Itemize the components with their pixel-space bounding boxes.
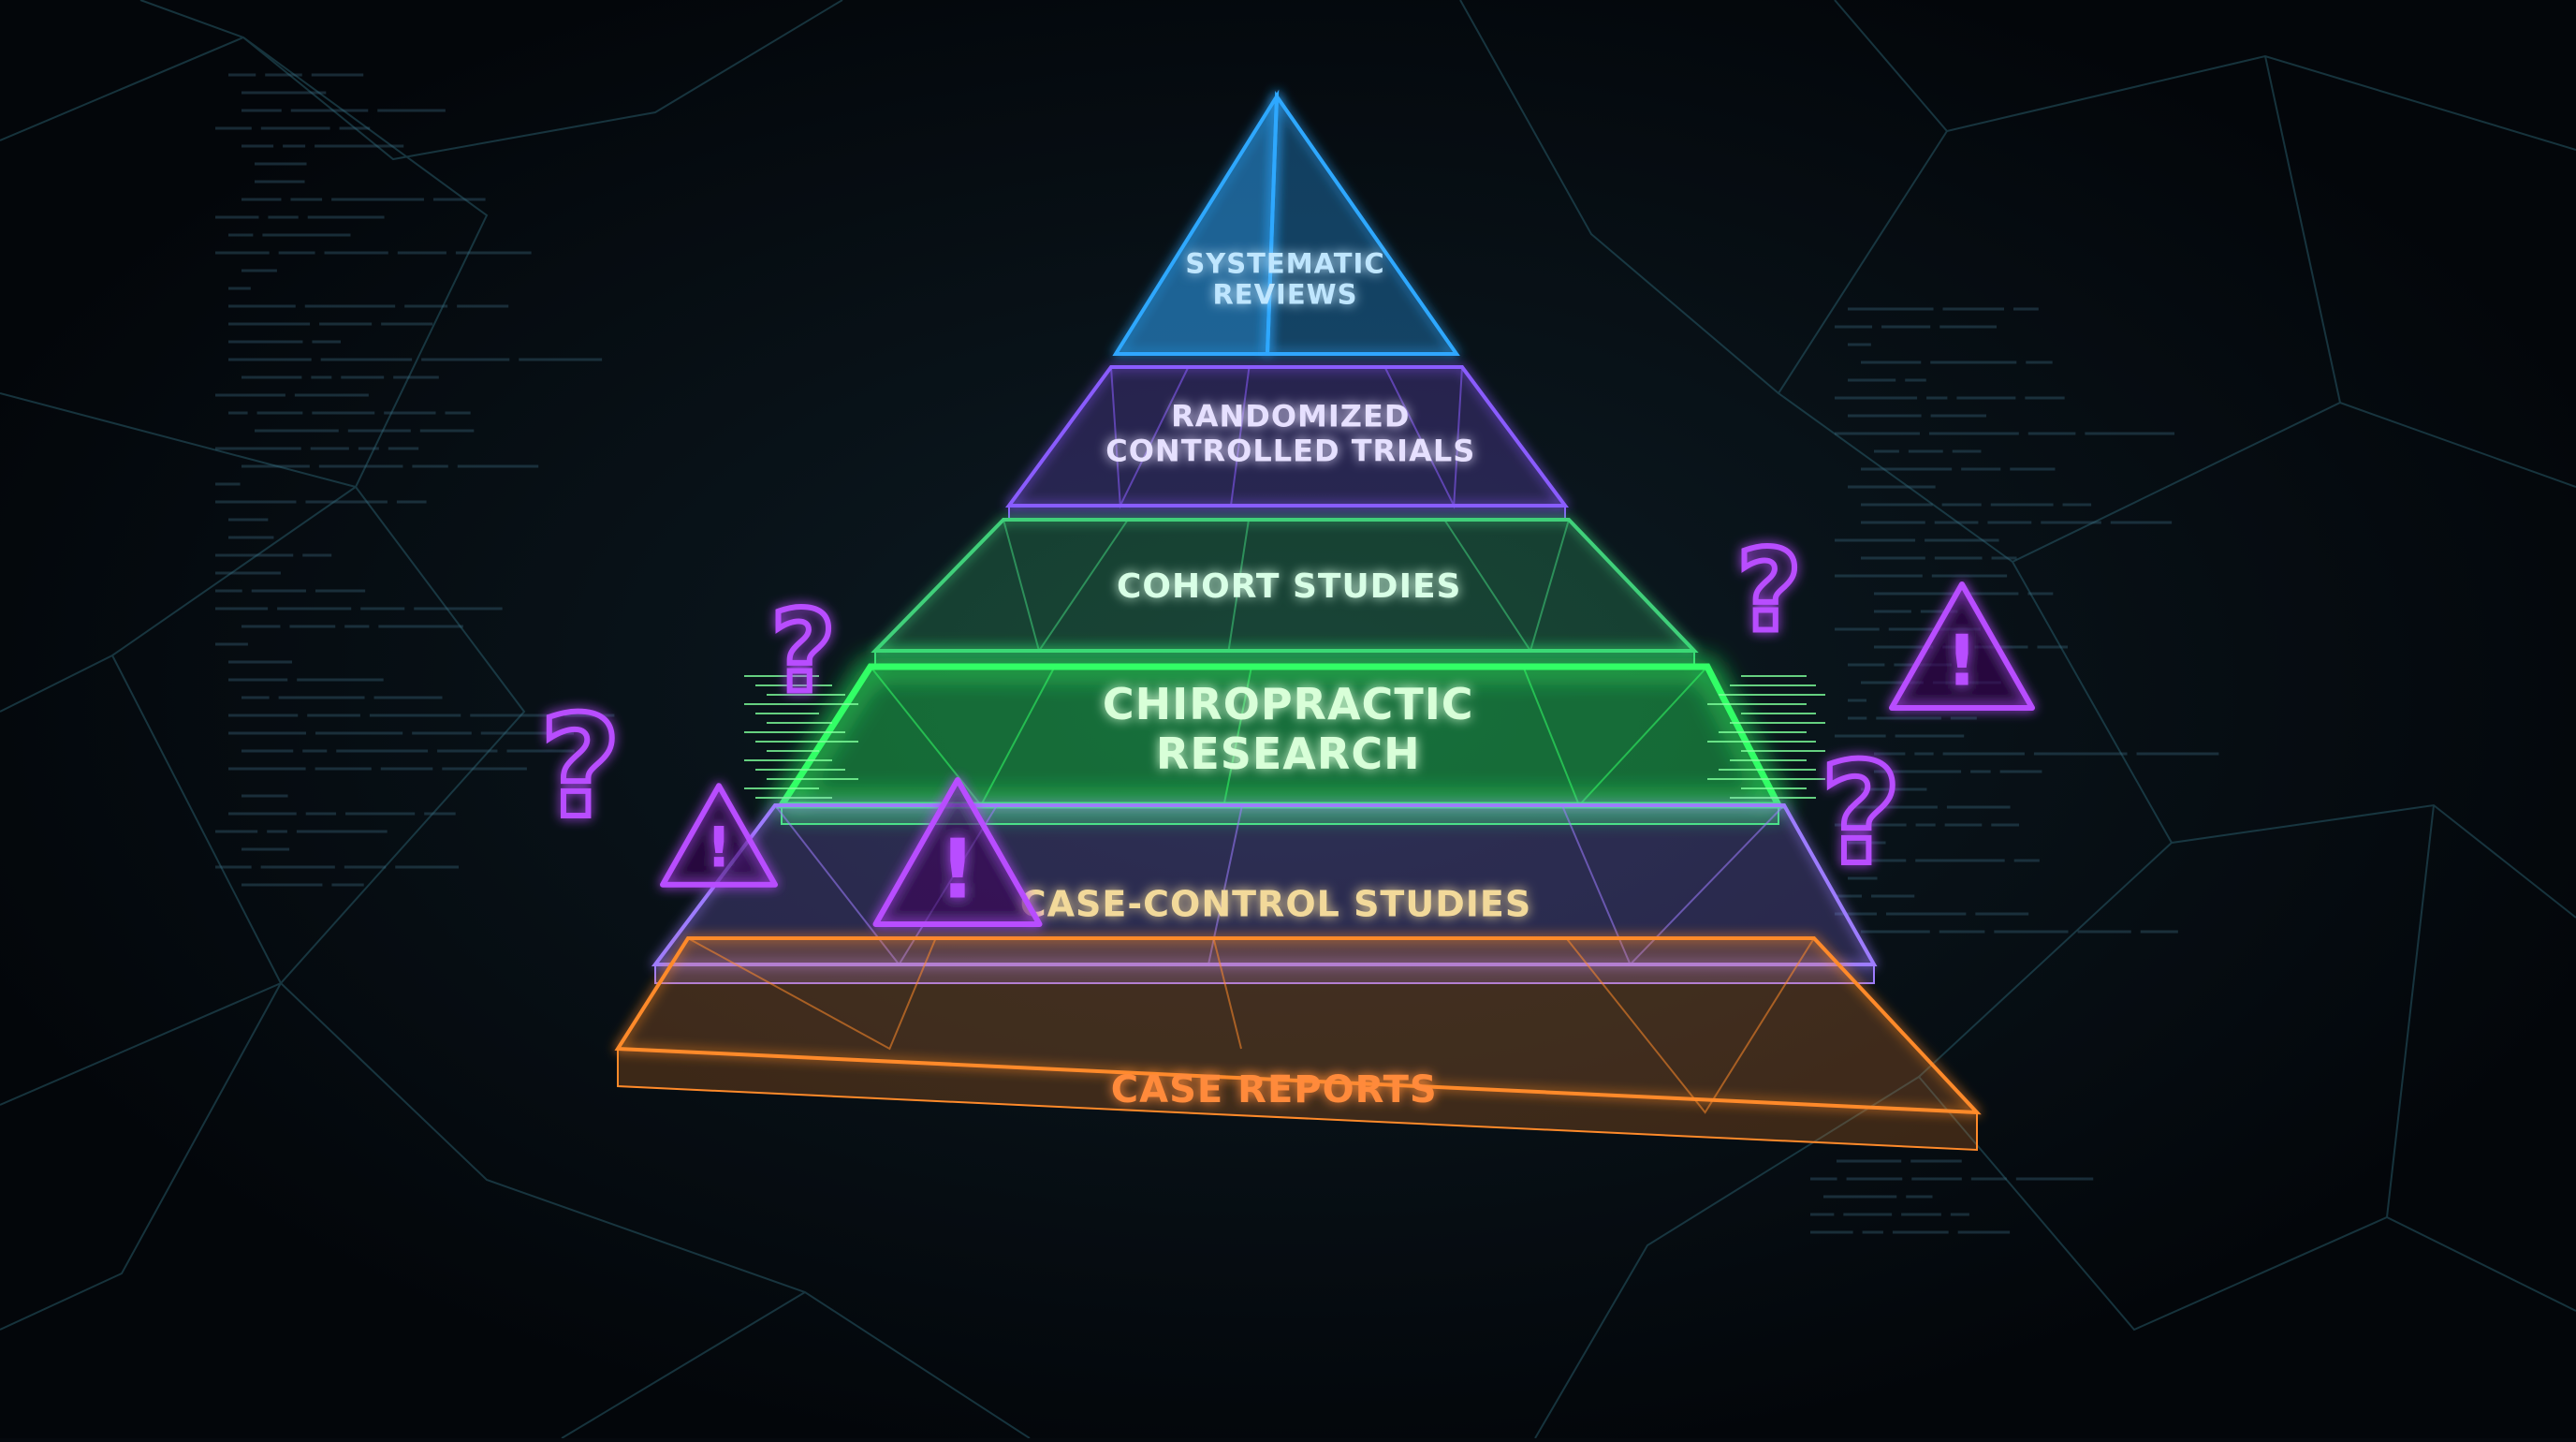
tier-facets [1003, 519, 1570, 654]
tier-label: SYSTEMATIC [1185, 247, 1384, 279]
tier-facets [687, 937, 1815, 1114]
warning-icon: ! [660, 783, 778, 888]
warning-exclamation: ! [939, 822, 976, 918]
floating-symbols: ????!!! [536, 524, 2035, 927]
warning-exclamation: ! [1946, 620, 1978, 702]
question-mark-icon: ? [770, 588, 836, 718]
tier-cohort-studies: COHORT STUDIES [871, 518, 1699, 669]
tier-face-right [1265, 90, 1460, 356]
glitch-streaks [744, 675, 1825, 799]
tier-label: COHORT STUDIES [1117, 567, 1461, 606]
warning-icon: ! [872, 777, 1043, 927]
code-texture-left [215, 73, 615, 887]
tier-bottom-ledge [617, 1047, 1978, 1152]
warning-icon: ! [1889, 581, 2035, 711]
warning-exclamation: ! [706, 815, 731, 880]
question-mark-icon: ? [539, 686, 621, 849]
question-mark-icon: ? [1820, 733, 1901, 896]
tier-case-reports: CASE REPORTS [614, 936, 1982, 1152]
tier-label: REVIEWS [1212, 279, 1357, 311]
tier-label: RANDOMIZED [1171, 399, 1410, 434]
tier-label: RESEARCH [1156, 728, 1421, 779]
question-mark-icon: ? [1736, 527, 1802, 657]
tier-facets [1110, 366, 1463, 509]
tier-label: CHIROPRACTIC [1103, 679, 1474, 729]
tier-label: CASE-CONTROL STUDIES [1020, 884, 1531, 925]
code-texture-right [1810, 307, 2219, 1234]
tier-label: CONTROLLED TRIALS [1105, 433, 1475, 468]
tier-label: CASE REPORTS [1111, 1068, 1438, 1111]
